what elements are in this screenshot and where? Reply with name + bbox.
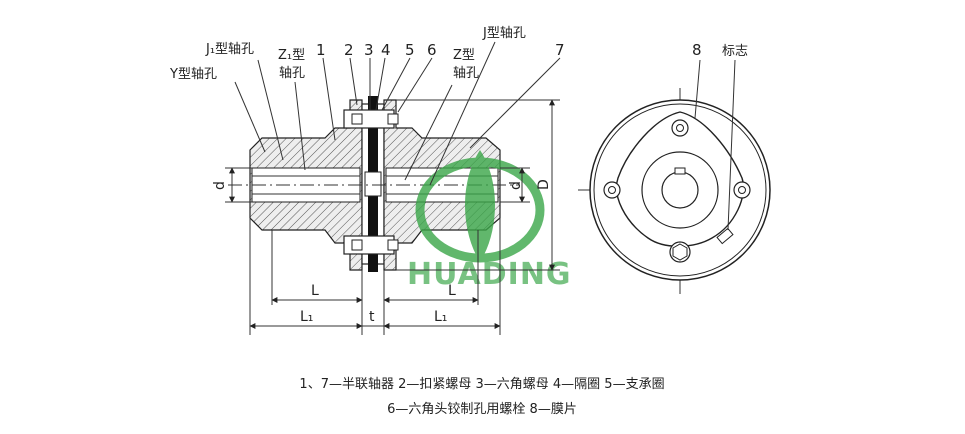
watermark-text: HUADING (407, 257, 572, 292)
part-number-3: 3 (364, 41, 374, 59)
label-z1-bore-1: Z₁型 (278, 48, 305, 63)
caption-line-2: 6—六角头铰制孔用螺栓 8—膜片 (387, 402, 577, 417)
dimension-lines (225, 99, 560, 335)
bottom-bolt (343, 235, 399, 255)
part-number-1: 1 (316, 41, 326, 59)
bolt-top (671, 119, 689, 137)
dim-D: D (536, 179, 552, 190)
dim-L-right: L (448, 283, 456, 299)
caption-line-1: 1、7—半联轴器 2—扣紧螺母 3—六角螺母 4—隔圈 5—支承圈 (299, 377, 664, 392)
bolt-left (603, 181, 621, 199)
part-number-7: 7 (555, 41, 565, 59)
label-j-bore: J型轴孔 (482, 26, 526, 41)
part-number-8: 8 (692, 41, 702, 59)
hub-bore (661, 171, 699, 209)
dim-d-left: d (212, 181, 228, 190)
dim-L-left: L (311, 283, 319, 299)
label-z-bore-1: Z型 (453, 48, 475, 63)
label-mark: 标志 (722, 44, 748, 59)
top-bolt (343, 109, 399, 129)
part-number-5: 5 (405, 41, 415, 59)
dim-L1-right: L₁ (434, 309, 447, 325)
bolt-right (733, 181, 751, 199)
part-number-4: 4 (381, 41, 391, 59)
label-j1-bore: J₁型轴孔 (205, 42, 254, 57)
dim-d-right: d (508, 181, 524, 190)
part-number-6: 6 (427, 41, 437, 59)
label-z1-bore-2: 轴孔 (279, 66, 305, 81)
label-z-bore-2: 轴孔 (453, 66, 479, 81)
dim-L1-left: L₁ (300, 309, 313, 325)
huading-watermark: HUADING (407, 150, 572, 292)
dim-t: t (369, 309, 375, 325)
front-view (578, 59, 771, 298)
leader-lines (234, 41, 561, 186)
part-number-2: 2 (344, 41, 354, 59)
label-y-bore: Y型轴孔 (169, 67, 217, 82)
mark-slot (716, 227, 734, 245)
